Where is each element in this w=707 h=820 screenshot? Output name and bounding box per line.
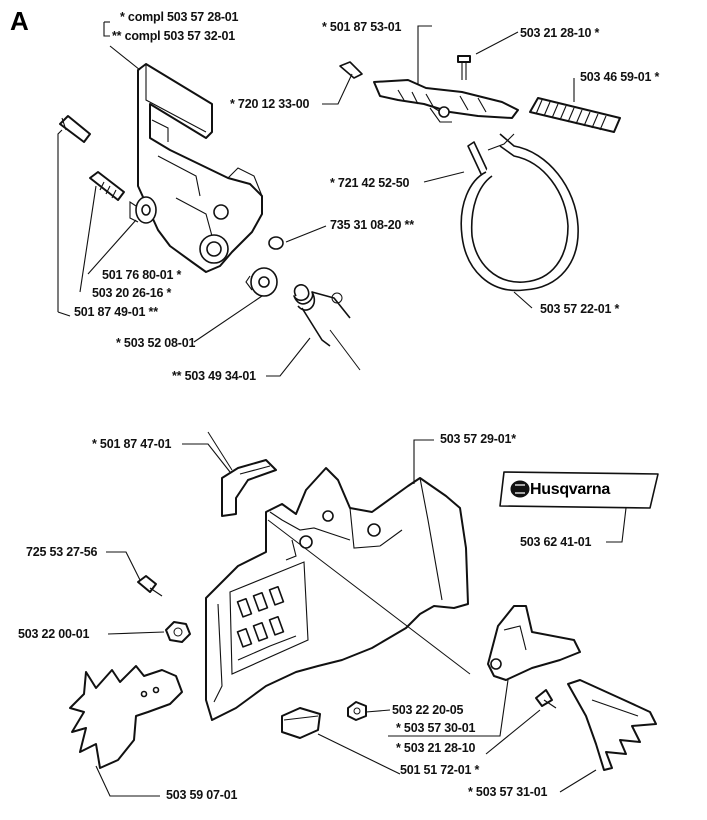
label-501-76-80-01: 501 76 80-01 *	[102, 268, 182, 282]
threaded-screw-part	[89, 171, 125, 201]
label-503-20-26-16: 503 20 26-16 *	[92, 286, 172, 300]
decal-part	[499, 471, 659, 509]
sleeve-part	[245, 267, 278, 297]
rubber-pad-part	[281, 707, 321, 739]
label-503-59-07-01: 503 59 07-01	[166, 788, 238, 802]
bushing-part	[129, 196, 157, 224]
label-721-42-52-50: * 721 42 52-50	[330, 176, 410, 190]
chain-catcher-part	[487, 605, 581, 681]
label-735-31-08-20: 735 31 08-20 **	[330, 218, 414, 232]
spring-clip-part	[221, 459, 277, 517]
label-720-12-33-00: * 720 12 33-00	[230, 97, 310, 111]
pin-part	[339, 61, 363, 79]
label-501-87-47-01: * 501 87 47-01	[92, 437, 172, 451]
section-letter: A	[10, 6, 29, 36]
chain-brake-handle-part	[137, 63, 263, 273]
label-compl-2: ** compl 503 57 32-01	[112, 29, 235, 43]
label-compl-1: * compl 503 57 28-01	[120, 10, 239, 24]
nut-part	[165, 621, 191, 643]
label-503-22-20-05: 503 22 20-05	[392, 703, 464, 717]
label-501-87-53-01: * 501 87 53-01	[322, 20, 402, 34]
screw-part	[59, 115, 91, 143]
bumper-spike-part	[69, 665, 183, 769]
label-503-57-29-01: 503 57 29-01*	[440, 432, 516, 446]
lower-screw-part	[535, 689, 557, 709]
label-503-57-22-01: 503 57 22-01 *	[540, 302, 620, 316]
label-501-51-72-01: 501 51 72-01 *	[400, 763, 480, 777]
small-nut-part	[347, 701, 367, 721]
label-503-21-28-10-bottom: * 503 21 28-10	[396, 741, 476, 755]
label-501-87-49-01: 501 87 49-01 **	[74, 305, 158, 319]
leader-lines	[57, 21, 627, 797]
brake-lever-part	[373, 79, 519, 123]
label-503-62-41-01: 503 62 41-01	[520, 535, 592, 549]
rivet-pin-part	[467, 141, 489, 177]
small-screw-part	[457, 55, 471, 80]
label-725-53-27-56: 725 53 27-56	[26, 545, 98, 559]
brand-logo-text: Husqvarna	[530, 481, 610, 498]
label-503-46-59-01: 503 46 59-01 *	[580, 70, 660, 84]
label-503-49-34-01: ** 503 49 34-01	[172, 369, 256, 383]
label-503-52-08-01: * 503 52 08-01	[116, 336, 196, 350]
guard-blade-part	[567, 679, 657, 771]
torsion-spring-part	[293, 284, 351, 347]
label-503-21-28-10-top: 503 21 28-10 *	[520, 26, 600, 40]
washer-part	[268, 236, 284, 250]
clutch-cover-part	[205, 467, 469, 721]
label-503-57-30-01: * 503 57 30-01	[396, 721, 476, 735]
label-503-22-00-01: 503 22 00-01	[18, 627, 90, 641]
brake-band-part	[460, 133, 579, 292]
bolt-part	[137, 575, 163, 597]
label-503-57-31-01: * 503 57 31-01	[468, 785, 548, 799]
coil-spring-part	[529, 97, 621, 133]
